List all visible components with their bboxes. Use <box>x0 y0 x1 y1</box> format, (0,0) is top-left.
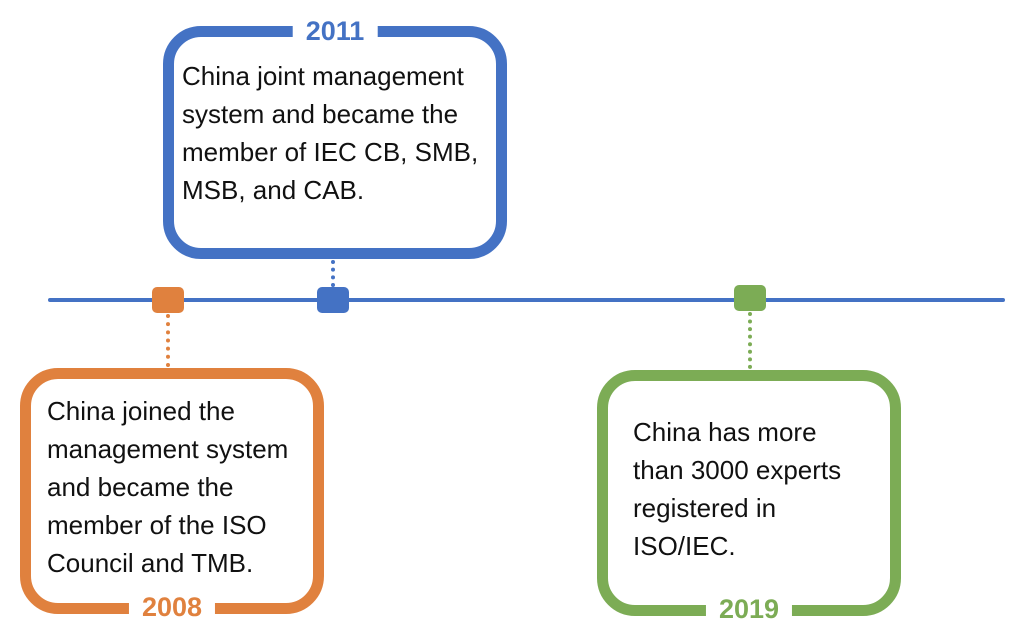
event-text-line: Council and TMB. <box>47 548 254 578</box>
connector-2011 <box>331 260 335 287</box>
timeline-axis <box>48 298 1005 302</box>
event-text-line: China joint management <box>182 61 464 91</box>
year-label-2008: 2008 <box>128 592 216 622</box>
event-text-line: and became the <box>47 472 234 502</box>
event-text-line: China has more <box>633 417 817 447</box>
event-text-line: than 3000 experts <box>633 455 842 485</box>
event-text-2008: China joined the management system and b… <box>47 392 313 582</box>
event-text-line: member of IEC CB, SMB, <box>182 137 479 167</box>
timeline-marker-2019 <box>734 285 766 311</box>
timeline-marker-2008 <box>152 287 184 313</box>
event-text-2019: China has more than 3000 experts registe… <box>633 413 890 565</box>
event-text-line: member of the ISO <box>47 510 267 540</box>
event-text-2011: China joint management system and became… <box>182 57 496 209</box>
connector-2019 <box>748 312 752 369</box>
year-label-2019: 2019 <box>705 594 793 624</box>
event-text-line: ISO/IEC. <box>633 531 736 561</box>
year-label-2011: 2011 <box>292 16 378 46</box>
event-text-line: MSB, and CAB. <box>182 175 365 205</box>
event-text-line: China joined the <box>47 396 235 426</box>
event-box-2008: 2008 China joined the management system … <box>20 368 324 622</box>
connector-2008 <box>166 314 170 367</box>
event-box-2011: 2011 China joint management system and b… <box>163 16 507 259</box>
event-text-line: registered in <box>633 493 777 523</box>
event-box-2019: 2019 China has more than 3000 experts re… <box>597 370 901 624</box>
event-text-line: system and became the <box>182 99 459 129</box>
timeline-marker-2011 <box>317 287 349 313</box>
event-text-line: management system <box>47 434 289 464</box>
